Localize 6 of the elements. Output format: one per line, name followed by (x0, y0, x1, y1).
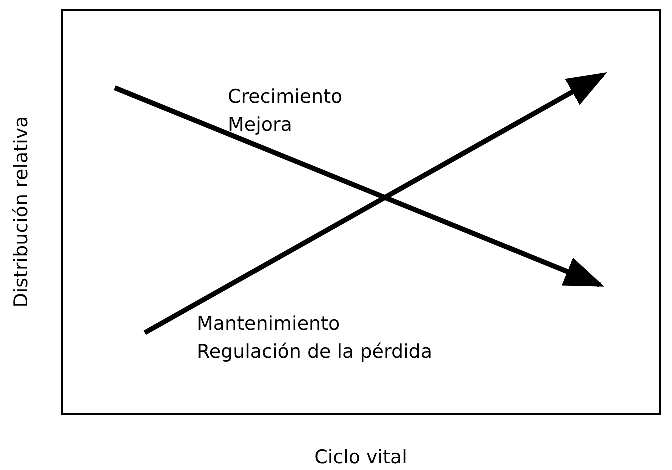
annotation-text: Mantenimiento (197, 313, 340, 336)
annotation-text: Mejora (228, 114, 292, 137)
annotation-text: Crecimiento (228, 86, 343, 109)
x-axis-label: Ciclo vital (314, 446, 408, 470)
annotation-text: Regulación de la pérdida (197, 341, 433, 364)
y-axis-label: Distribución relativa (10, 116, 34, 308)
